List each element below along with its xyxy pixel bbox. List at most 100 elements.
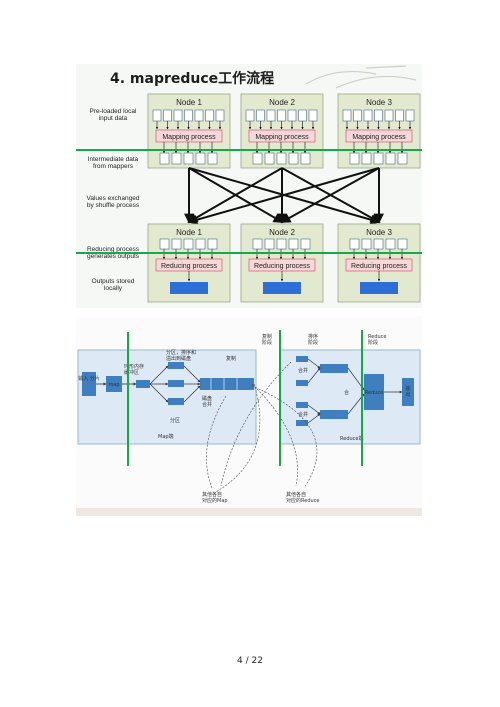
input-data-block — [353, 109, 362, 122]
bottom-decoration-strip — [76, 508, 422, 516]
input-split-label: 输入 分片 — [78, 375, 100, 382]
page-number: 4 / 22 — [237, 656, 263, 666]
input-data-block — [384, 109, 394, 122]
input-data-block — [215, 109, 225, 122]
input-data-block — [287, 109, 297, 122]
shuffled-data-block — [252, 238, 263, 250]
merged-block-2 — [320, 410, 348, 419]
disk-merge-label: 磁盘合并 — [202, 395, 212, 408]
shuffle-arrow — [280, 167, 380, 223]
label-intermediate-data: Intermediate data from mappers — [87, 156, 139, 171]
node-title: Node 3 — [366, 228, 392, 237]
other-reduce-curves — [251, 383, 318, 489]
reduce-block — [364, 374, 384, 410]
label-shuffle: Values exchanged by shuffle process — [86, 195, 140, 210]
mapreduce-workflow-slide: 4. mapreduce工作流程 Pre-loaded local input … — [76, 64, 422, 308]
node-title: Node 2 — [269, 98, 295, 107]
other-reduce-label: 其他各自对应的Reduce — [286, 491, 320, 504]
output-block — [402, 378, 414, 406]
partition-sort-label: 分区，排序和溢出到磁盘 — [166, 349, 196, 362]
disk-merge-block — [200, 378, 254, 390]
input-data-block — [277, 109, 286, 122]
shuffled-data-block — [385, 238, 396, 250]
input-data-block — [363, 109, 373, 122]
map-node-2: Node 2 Mapping process — [240, 93, 324, 169]
copy-block-1 — [296, 356, 308, 362]
intermediate-data-block — [195, 152, 206, 165]
buffer-label: 环形内存缓冲区 — [124, 363, 144, 376]
label-reducing: Reducing process generates outputs — [86, 246, 140, 261]
intermediate-data-block — [159, 152, 170, 165]
mapping-process-box — [155, 129, 223, 143]
merge-single-label: 合 — [344, 389, 349, 396]
output-block — [360, 282, 398, 294]
svg-text:Reducing process: Reducing process — [254, 263, 311, 270]
bamboo-decoration — [305, 65, 417, 89]
input-data-block — [266, 109, 276, 122]
copy-block-2 — [296, 380, 308, 386]
reduce-side-label: Reduce端 — [340, 435, 364, 442]
other-map-curves — [206, 361, 292, 493]
copy-block-4 — [296, 420, 308, 426]
input-data-block — [298, 109, 307, 122]
input-data-block — [184, 109, 193, 122]
partition-group — [149, 362, 184, 405]
input-split-block — [82, 372, 96, 396]
svg-text:Mapping process: Mapping process — [352, 134, 406, 141]
merge-label-2: 合并 — [298, 411, 308, 418]
input-data-block — [194, 109, 204, 122]
ring-buffer — [136, 380, 150, 388]
shuffled-data-block — [397, 238, 408, 250]
output-block — [170, 282, 208, 294]
shuffled-data-block — [288, 238, 299, 250]
shuffle-arrow — [187, 167, 380, 225]
input-data-block — [205, 109, 214, 122]
svg-text:Reduce: Reduce — [365, 390, 384, 396]
shuffled-data-block — [171, 238, 182, 250]
shuffle-diagram: 输入 分片 map 环形内存缓冲区 分区，排序和溢出到磁盘 分区 磁盘合并 复制… — [76, 330, 422, 516]
intermediate-data-block — [276, 152, 287, 165]
output-block — [263, 282, 301, 294]
svg-text:map: map — [108, 382, 119, 388]
intermediate-data-block — [171, 152, 182, 165]
shuffled-data-block — [183, 238, 194, 250]
input-data-block — [245, 109, 255, 122]
svg-text:Mapping process: Mapping process — [255, 134, 309, 141]
input-data-block — [374, 109, 383, 122]
merge-label-1: 合并 — [298, 367, 308, 374]
shuffled-data-block — [361, 238, 372, 250]
intermediate-data-block — [252, 152, 263, 165]
node-title: Node 2 — [269, 228, 295, 237]
input-data-block — [256, 109, 265, 122]
intermediate-data-block — [349, 152, 360, 165]
input-data-block — [405, 109, 415, 122]
sort-phase-label: 排序阶段 — [308, 333, 318, 346]
reduce-node-2: Node 2 Reducing process — [240, 223, 324, 303]
shuffled-data-block — [276, 238, 287, 250]
svg-text:Mapping process: Mapping process — [162, 134, 216, 141]
intermediate-data-block — [207, 152, 218, 165]
copy-block-3 — [296, 402, 308, 408]
merged-block-1 — [320, 364, 348, 373]
intermediate-data-block — [397, 152, 408, 165]
shuffled-data-block — [300, 238, 311, 250]
reduce-side-panel — [279, 349, 421, 445]
partition-label: 分区 — [170, 417, 180, 424]
shuffled-data-block — [264, 238, 275, 250]
map-side-label: Map端 — [158, 433, 174, 440]
shuffled-data-block — [373, 238, 384, 250]
input-data-block — [308, 109, 318, 122]
shuffled-data-block — [349, 238, 360, 250]
intermediate-data-block — [385, 152, 396, 165]
intermediate-data-block — [361, 152, 372, 165]
mapreduce-shuffle-slide: 输入 分片 map 环形内存缓冲区 分区，排序和溢出到磁盘 分区 磁盘合并 复制… — [76, 316, 422, 516]
svg-text:Reducing process: Reducing process — [161, 263, 218, 270]
output-label: 输出 — [405, 385, 410, 398]
intermediate-data-block — [264, 152, 275, 165]
shuffled-data-block — [207, 238, 218, 250]
intermediate-data-block — [288, 152, 299, 165]
